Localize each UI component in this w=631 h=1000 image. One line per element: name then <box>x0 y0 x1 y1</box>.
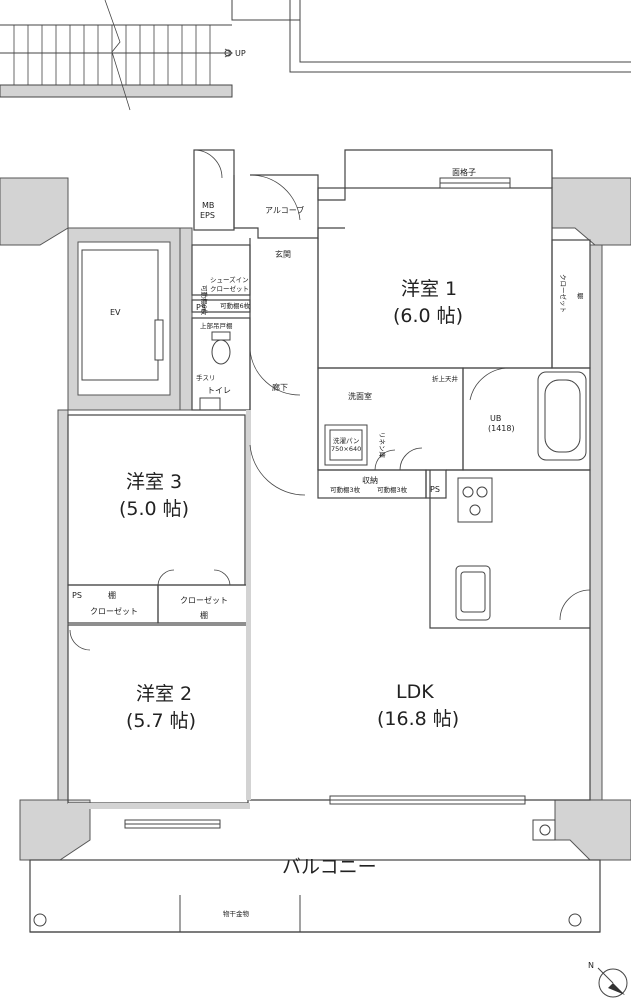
room1-name: 洋室 1 <box>401 278 457 300</box>
shoe-closet-label-1: シューズイン <box>210 275 249 284</box>
room1-shelf-label: 棚 <box>577 291 584 300</box>
toilet-handrail-label: 手スリ <box>196 373 216 382</box>
ldk-size: (16.8 帖) <box>377 708 459 730</box>
kitchen-ps-label: PS <box>430 485 440 494</box>
shoe-closet-shelf-label: 可動棚6枚 <box>200 285 209 316</box>
bath-size-label: (1418) <box>488 424 515 433</box>
eps-label: EPS <box>200 211 215 220</box>
toilet-label: トイレ <box>207 386 231 395</box>
wall-structure <box>0 177 631 861</box>
drying-hardware-label: 物干金物 <box>223 909 250 918</box>
hallway-label: 廊下 <box>272 382 288 392</box>
shoe-closet-label-2: クローゼット <box>210 284 249 293</box>
window-lattice-label: 面格子 <box>452 167 476 177</box>
room1-size: (6.0 帖) <box>393 305 463 327</box>
entrance-label: 玄関 <box>275 249 291 259</box>
storage-shelf-right: 可動棚3枚 <box>377 485 408 494</box>
closet-shelf-right: 棚 <box>200 610 208 620</box>
room2-size: (5.7 帖) <box>126 710 196 732</box>
closet-shelf-left: 棚 <box>108 590 116 600</box>
windows <box>124 177 526 829</box>
bathtub <box>537 371 587 461</box>
ldk-name: LDK <box>396 681 434 703</box>
bath-label: UB <box>490 414 501 423</box>
upper-railing <box>231 0 631 73</box>
compass: N <box>588 961 628 998</box>
shoe-closet-sub-shelf: 可動棚6枚 <box>220 301 251 310</box>
closet-right-label: クローゼット <box>180 595 228 605</box>
elevator-label: EV <box>110 308 121 317</box>
balcony-tap <box>33 819 582 927</box>
toilet-fixture <box>199 331 231 411</box>
drying-hardware <box>179 895 301 932</box>
room2-name: 洋室 2 <box>136 683 192 705</box>
shoe-closet-ps-label: PS <box>196 303 206 312</box>
elevator-car <box>81 249 164 381</box>
alcove-label: アルコーブ <box>265 205 304 215</box>
wall-fills <box>68 410 251 809</box>
washroom-label: 洗面室 <box>348 391 372 401</box>
washing-pan-label-2: 750×640 <box>331 445 361 453</box>
compass-north-icon: N <box>588 961 594 970</box>
washing-pan <box>324 424 368 466</box>
closet-ps-label: PS <box>72 591 82 600</box>
storage-label: 収納 <box>362 475 378 485</box>
folded-ceiling-label: 折上天井 <box>432 374 459 383</box>
room3-size: (5.0 帖) <box>119 498 189 520</box>
room3-name: 洋室 3 <box>126 471 182 493</box>
washing-pan-label-1: 洗濯パン <box>333 436 359 445</box>
staircase: UP <box>0 0 246 111</box>
door-swings <box>69 149 591 651</box>
storage-shelf-left: 可動棚3枚 <box>330 485 361 494</box>
interior-walls <box>29 149 601 933</box>
stove <box>457 477 493 523</box>
room1-closet-label: クローゼット <box>559 274 568 313</box>
toilet-cabinet-label: 上部吊戸棚 <box>200 321 233 330</box>
mb-label: MB <box>202 201 214 210</box>
balcony-label: バルコニー <box>282 856 377 878</box>
linen-label: リネン庫 <box>378 432 387 459</box>
kitchen-sink <box>455 565 491 621</box>
stairs-up-label: UP <box>235 49 246 58</box>
closet-left-label: クローゼット <box>90 606 138 616</box>
